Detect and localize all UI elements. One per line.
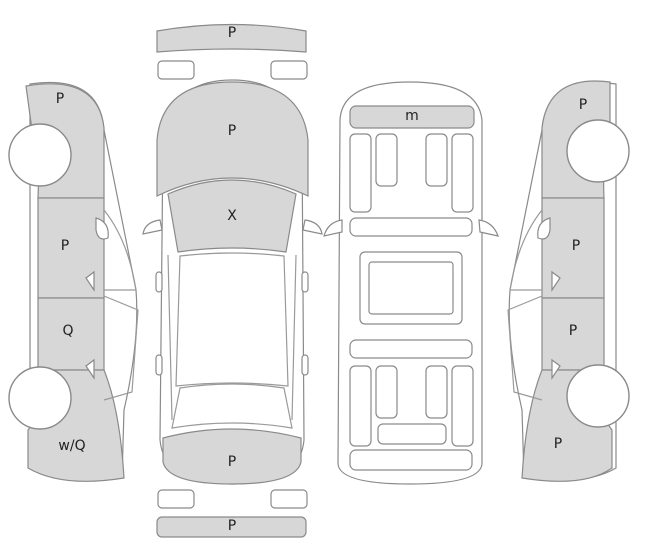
seat-rear-left-inner [375,365,398,419]
left-rear-wheel-icon [8,366,72,430]
cabin-outline [175,252,289,387]
door-handle-top-right-1 [301,271,309,293]
rear-taillight-left [157,489,195,509]
right-rear-door-panel[interactable] [541,297,605,371]
trunk-panel[interactable] [162,428,302,485]
door-handle-top-right-2 [301,354,309,376]
roof-panel[interactable] [349,105,475,129]
seat-front-right-inner [425,133,448,187]
side-line-left [167,254,173,421]
label-right-rear-quarter: P [554,436,562,452]
center-console-inner [368,261,454,315]
front-bumper-panel[interactable] [156,23,307,53]
front-headlight-left [157,60,195,80]
interior-mirror-left [323,219,343,237]
label-right-front-door: P [572,238,580,254]
rear-bumper-panel[interactable] [156,516,307,538]
right-front-wheel-icon [566,119,630,183]
label-hood: P [228,123,236,139]
label-trunk: P [228,454,236,470]
label-windshield: X [227,208,237,224]
seat-front-right-outer [451,133,474,213]
door-handle-top-left-1 [155,271,163,293]
left-door-handle-1 [85,270,95,292]
rear-taillight-right [270,489,308,509]
left-rear-door-panel[interactable] [37,297,105,371]
label-roof: m [405,108,419,124]
side-line-right [291,254,297,421]
label-right-front-fender: P [579,97,587,113]
left-window-line-2 [103,295,139,401]
seat-rear-left-outer [349,365,372,447]
left-mirror [95,217,109,240]
left-window-line [103,209,137,291]
right-door-handle-2 [551,358,561,380]
rear-bench [377,423,447,445]
right-mirror [537,217,551,240]
label-left-front-fender: P [56,91,64,107]
label-front-bumper: P [228,25,236,41]
hood-panel[interactable] [156,81,309,197]
front-headlight-right [270,60,308,80]
label-right-rear-door: P [569,323,577,339]
label-left-rear-door: Q [62,323,73,339]
windshield-panel[interactable] [167,179,297,253]
right-window-line-2 [507,295,543,401]
seat-front-left-outer [349,133,372,213]
seat-rear-right-inner [425,365,448,419]
label-left-front-door: P [61,238,69,254]
rear-bar-1 [349,339,473,359]
rear-window-outline [171,383,293,429]
mirror-left [142,219,163,235]
right-window-line [509,209,543,291]
interior-mirror-right [478,219,499,237]
right-rear-wheel-icon [566,364,630,428]
label-left-rear-quarter: w/Q [58,438,85,454]
seat-rear-right-outer [451,365,474,447]
rear-bar-2 [349,449,473,471]
left-front-wheel-icon [8,123,72,187]
label-rear-bumper: P [228,518,236,534]
right-door-handle-1 [551,270,561,292]
door-handle-top-left-2 [155,354,163,376]
seat-front-left-inner [375,133,398,187]
dash-bar [349,217,473,237]
mirror-right [302,219,323,235]
left-door-handle-2 [85,358,95,380]
